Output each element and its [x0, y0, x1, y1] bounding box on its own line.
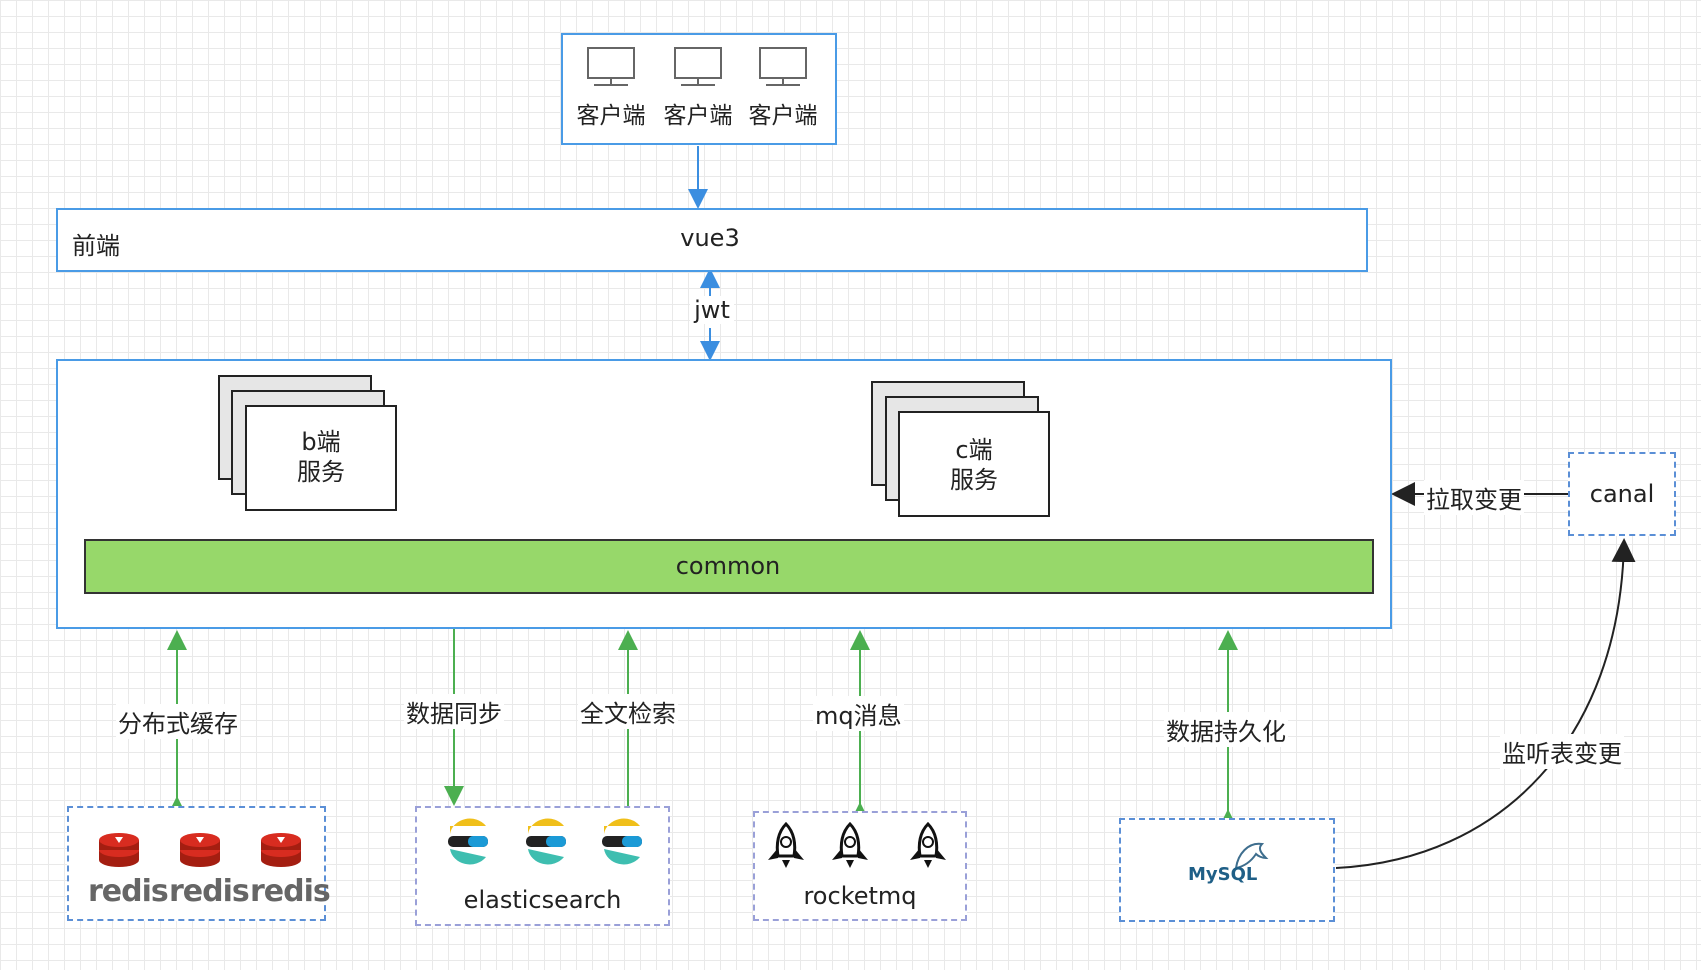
search-edge-label: 全文检索	[578, 694, 678, 729]
rocketmq-icon	[910, 822, 946, 868]
monitor-icon	[587, 47, 635, 86]
redis-icon	[99, 833, 139, 867]
client-2: 客户端	[660, 46, 736, 130]
mysql-logo: MySQL	[1180, 838, 1290, 894]
jwt-label: jwt	[690, 296, 734, 324]
redis-node-1: redis	[88, 830, 169, 909]
elasticsearch-icon	[602, 818, 642, 865]
client-label: 客户端	[576, 103, 646, 129]
client-1: 客户端	[573, 46, 649, 130]
b-service-card: b端 服务	[245, 405, 397, 511]
persist-edge-label: 数据持久化	[1164, 712, 1288, 747]
redis-label: redis	[250, 874, 331, 909]
monitor-icon	[674, 47, 722, 86]
canal-box	[1568, 452, 1676, 536]
mq-edge-label: mq消息	[813, 696, 904, 731]
mysql-box	[1119, 818, 1335, 922]
redis-node-3: redis	[250, 830, 331, 909]
rocketmq-label: rocketmq	[803, 882, 917, 910]
c-service-line2: 服务	[950, 466, 998, 494]
client-label: 客户端	[748, 103, 818, 129]
elasticsearch-label: elasticsearch	[463, 886, 622, 914]
dolphin-icon	[1234, 842, 1269, 870]
monitor-icon	[759, 47, 807, 86]
canal-pull-label: 拉取变更	[1424, 480, 1524, 515]
frontend-box	[56, 208, 1368, 272]
sync-edge-label: 数据同步	[404, 694, 504, 729]
rocketmq-icon	[832, 822, 868, 868]
redis-node-2: redis	[169, 830, 250, 909]
cache-edge-label: 分布式缓存	[116, 704, 240, 739]
rocketmq-icon	[768, 822, 804, 868]
c-service-card: c端 服务	[898, 411, 1050, 517]
redis-label: redis	[88, 874, 169, 909]
elasticsearch-icon	[448, 818, 488, 865]
redis-label: redis	[169, 874, 250, 909]
common-label: common	[675, 552, 781, 580]
c-service-line1: c端	[955, 436, 993, 464]
redis-icon	[180, 833, 220, 867]
client-label: 客户端	[663, 103, 733, 129]
canal-label: canal	[1589, 480, 1655, 508]
listen-edge-label: 监听表变更	[1500, 734, 1624, 769]
elasticsearch-icon	[526, 818, 566, 865]
frontend-label: 前端	[72, 232, 120, 260]
b-service-line2: 服务	[297, 458, 345, 486]
edge-listen	[1335, 538, 1636, 869]
client-3: 客户端	[745, 46, 821, 130]
common-module	[84, 539, 1374, 594]
b-service-line1: b端	[301, 428, 341, 456]
redis-icon	[261, 833, 301, 867]
frontend-tech-label: vue3	[680, 224, 740, 252]
mysql-logo-text: MySQL	[1188, 864, 1258, 885]
